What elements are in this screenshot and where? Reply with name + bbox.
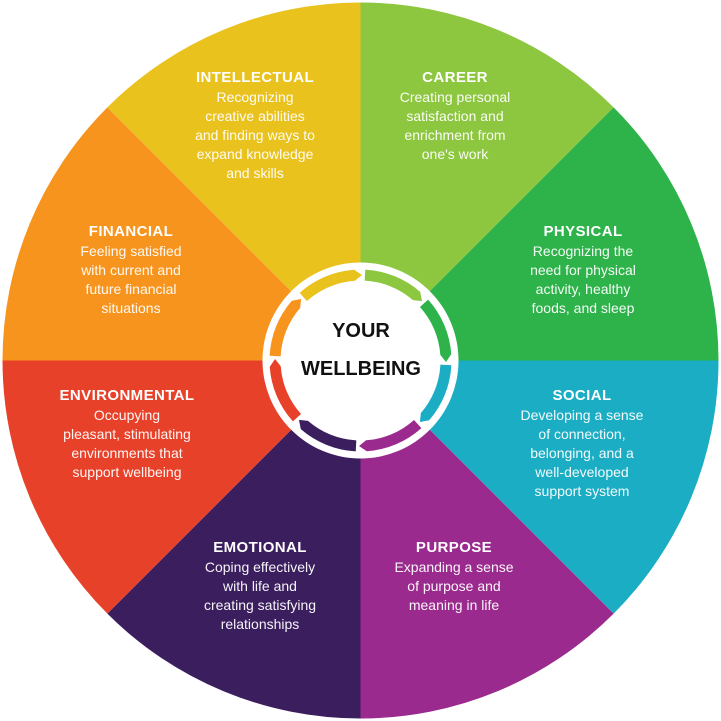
segment-social-wedge bbox=[360, 360, 719, 614]
segment-emotional-text: EMOTIONAL Coping effectively with life a… bbox=[170, 538, 350, 634]
segment-emotional-wedge bbox=[107, 360, 361, 719]
segment-physical-text: PHYSICAL Recognizing the need for physic… bbox=[497, 222, 669, 318]
segment-emotional-description: Coping effectively with life and creatin… bbox=[203, 559, 317, 632]
segment-purpose-title: PURPOSE bbox=[415, 539, 493, 556]
segment-career-title: CAREER bbox=[422, 69, 488, 86]
segment-intellectual-text: INTELLECTUAL Recognizing creative abilit… bbox=[160, 68, 350, 183]
ring-arrow-emotional bbox=[298, 419, 357, 452]
segment-intellectual-description: Recognizing creative abilities and findi… bbox=[195, 89, 315, 181]
segment-financial-wedge bbox=[2, 107, 361, 361]
ring-arrow-financial bbox=[269, 298, 302, 357]
segment-physical-wedge bbox=[360, 107, 719, 361]
center-label: YOUR WELLBEING bbox=[301, 320, 421, 380]
segment-financial-text: FINANCIAL Feeling satisfied with current… bbox=[46, 222, 216, 318]
ring-arrow-purpose bbox=[359, 419, 422, 452]
segment-intellectual-wedge bbox=[107, 2, 361, 361]
segment-social-text: SOCIAL Developing a sense of connection,… bbox=[493, 386, 671, 501]
segment-physical-title: PHYSICAL bbox=[543, 223, 623, 240]
segment-social-description: Developing a sense of connection, belong… bbox=[520, 407, 644, 499]
segment-intellectual-title: INTELLECTUAL bbox=[195, 69, 315, 86]
segment-purpose-text: PURPOSE Expanding a sense of purpose and… bbox=[364, 538, 544, 615]
segment-environmental-wedge bbox=[2, 360, 361, 614]
segment-physical-description: Recognizing the need for physical activi… bbox=[530, 243, 636, 316]
center-ring bbox=[262, 262, 459, 459]
center-disk bbox=[262, 262, 459, 459]
ring-arrow-career bbox=[364, 269, 423, 302]
segment-social-title: SOCIAL bbox=[552, 387, 612, 404]
segment-environmental-description: Occupying pleasant, stimulating environm… bbox=[63, 407, 191, 480]
segment-environmental-title: ENVIRONMENTAL bbox=[59, 387, 195, 404]
segment-career-text: CAREER Creating personal satisfaction an… bbox=[365, 68, 545, 164]
ring-arrow-intellectual bbox=[299, 269, 362, 302]
ring-arrow-physical bbox=[419, 299, 452, 362]
ring-arrow-environmental bbox=[269, 359, 302, 422]
segment-financial-description: Feeling satisfied with current and futur… bbox=[80, 243, 182, 316]
ring-arrow-social bbox=[419, 364, 452, 423]
segment-financial-title: FINANCIAL bbox=[88, 223, 174, 240]
segment-career-description: Creating personal satisfaction and enric… bbox=[399, 89, 511, 162]
segment-environmental-text: ENVIRONMENTAL Occupying pleasant, stimul… bbox=[38, 386, 216, 482]
segment-purpose-wedge bbox=[360, 360, 614, 719]
segment-emotional-title: EMOTIONAL bbox=[213, 539, 307, 556]
segment-career-wedge bbox=[360, 2, 614, 361]
segment-purpose-description: Expanding a sense of purpose and meaning… bbox=[394, 559, 514, 613]
